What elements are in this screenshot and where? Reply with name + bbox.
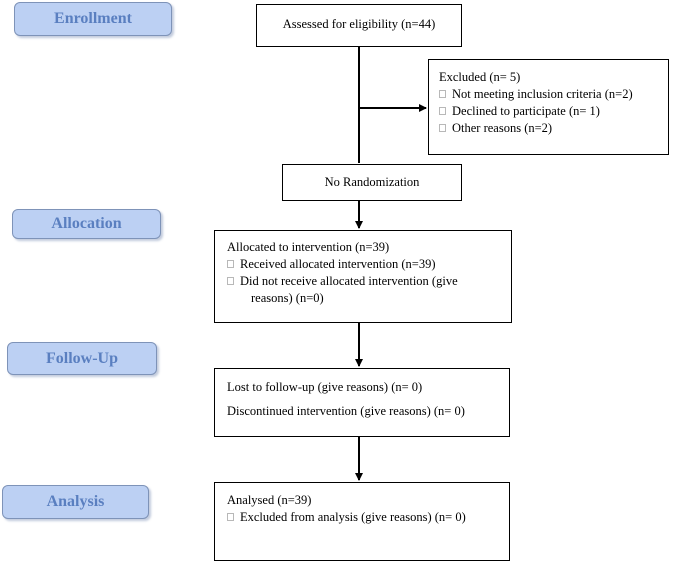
analysis-title: Analysed (n=39) [227, 493, 312, 507]
followup-discontinued: Discontinued intervention (give reasons)… [227, 404, 465, 418]
followup-lost: Lost to follow-up (give reasons) (n= 0) [227, 380, 423, 394]
checkbox-icon [439, 107, 446, 116]
checkbox-icon [439, 124, 446, 133]
analysis-box: Analysed (n=39) Excluded from analysis (… [214, 482, 510, 561]
allocated-item-continued: reasons) (n=0) [251, 291, 324, 305]
allocated-item: Received allocated intervention (n=39) [227, 256, 511, 273]
phase-followup: Follow-Up [7, 342, 157, 375]
checkbox-icon [227, 260, 234, 269]
allocated-box: Allocated to intervention (n=39) Receive… [214, 230, 512, 323]
excluded-title: Excluded (n= 5) [439, 70, 521, 84]
excluded-item: Declined to participate (n= 1) [439, 103, 668, 120]
excluded-item: Not meeting inclusion criteria (n=2) [439, 86, 668, 103]
phase-allocation: Allocation [12, 209, 161, 239]
excluded-item: Other reasons (n=2) [439, 120, 668, 137]
allocated-title: Allocated to intervention (n=39) [227, 240, 390, 254]
randomization-box: No Randomization [282, 164, 462, 201]
phase-analysis: Analysis [2, 485, 149, 519]
checkbox-icon [227, 277, 234, 286]
analysis-item: Excluded from analysis (give reasons) (n… [227, 509, 509, 526]
randomization-text: No Randomization [324, 175, 420, 189]
excluded-box: Excluded (n= 5) Not meeting inclusion cr… [428, 59, 669, 155]
eligibility-box: Assessed for eligibility (n=44) [256, 4, 462, 47]
eligibility-text: Assessed for eligibility (n=44) [282, 17, 436, 31]
followup-box: Lost to follow-up (give reasons) (n= 0) … [214, 368, 510, 437]
checkbox-icon [439, 90, 446, 99]
checkbox-icon [227, 513, 234, 522]
phase-enrollment: Enrollment [14, 2, 172, 36]
allocated-item: Did not receive allocated intervention (… [227, 273, 511, 290]
